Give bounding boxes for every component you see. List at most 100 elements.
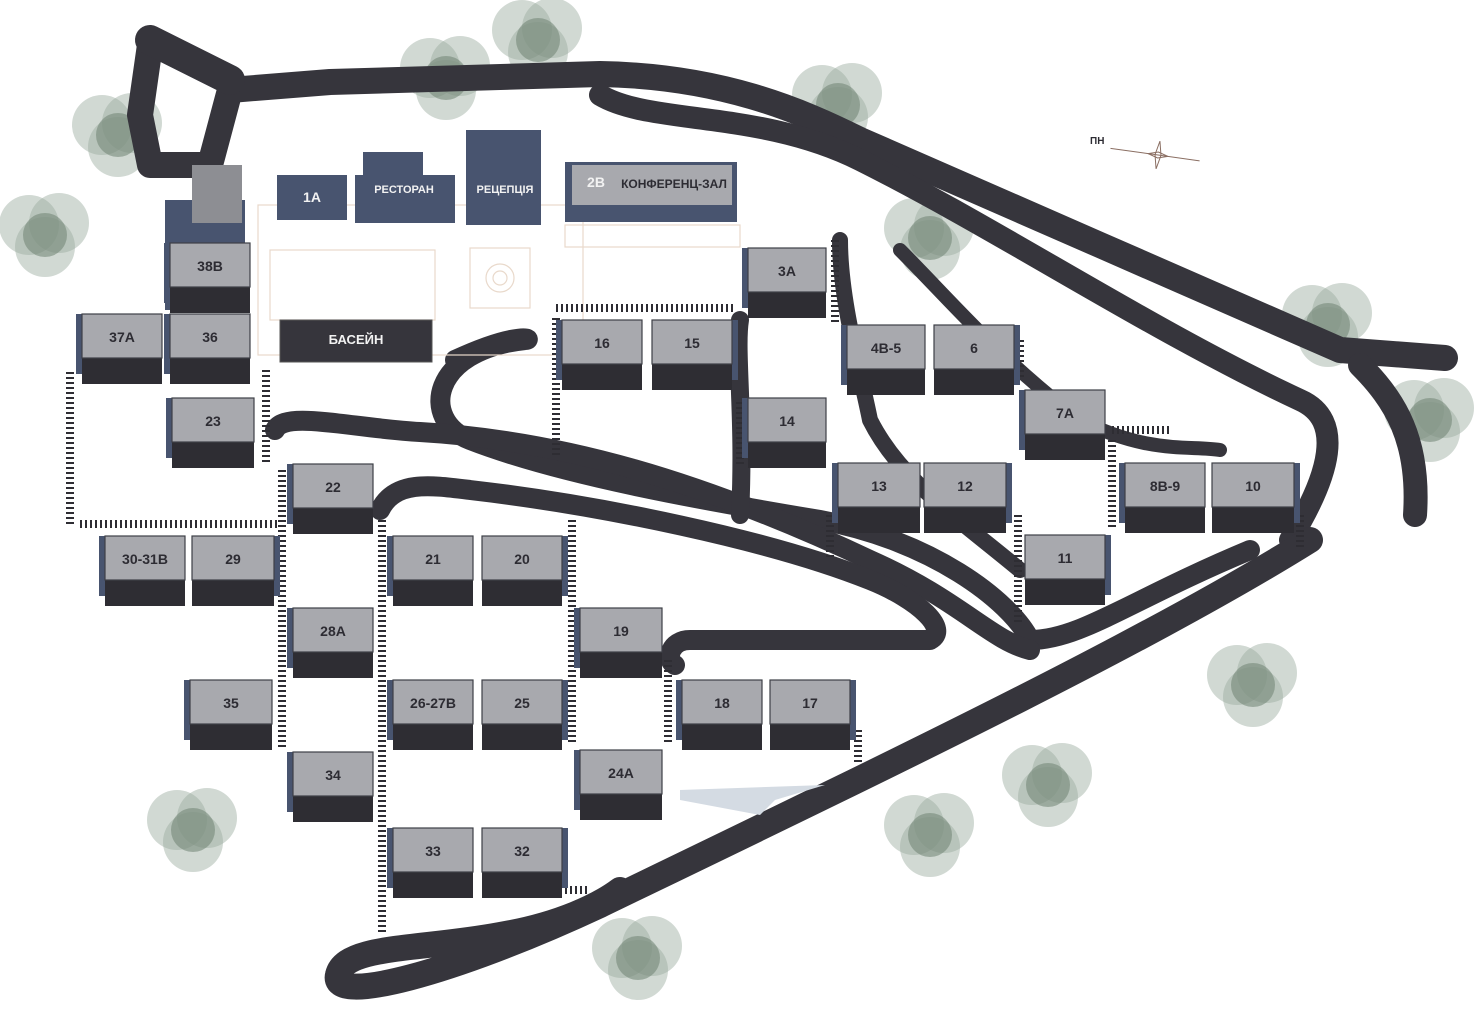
unit-11[interactable]: 11	[1024, 534, 1111, 605]
unit-28a[interactable]: 28А	[287, 607, 374, 678]
unit-35[interactable]: 35	[184, 679, 273, 750]
unit-label: 12	[957, 478, 973, 494]
tree-icon	[0, 193, 89, 277]
unit-12[interactable]: 12	[923, 462, 1012, 533]
restaurant-label: РЕСТОРАН	[374, 184, 434, 196]
unit-label: 32	[514, 843, 530, 859]
tree-icon	[147, 788, 237, 872]
unit-label: 15	[684, 335, 700, 351]
unit-label: 24А	[608, 765, 634, 781]
unit-label: 29	[225, 551, 241, 567]
unit-label: 19	[613, 623, 629, 639]
road-inner-upper	[589, 84, 1339, 551]
unit-label: 4В-5	[871, 340, 902, 356]
unit-20[interactable]: 20	[481, 535, 568, 606]
tree-icon	[592, 916, 682, 1000]
unit-label: 11	[1058, 550, 1073, 566]
unit-6[interactable]: 6	[933, 324, 1020, 395]
unit-label: 13	[871, 478, 887, 494]
road-inner-c	[370, 476, 947, 675]
road-east-link	[1348, 353, 1428, 527]
main-road-top	[127, 32, 1458, 371]
unit-22[interactable]: 22	[287, 463, 374, 534]
unit-29[interactable]: 29	[191, 535, 280, 606]
unit-label: 17	[802, 695, 818, 711]
building-left-roof	[192, 165, 242, 223]
tree-icon	[1002, 743, 1092, 827]
unit-3a[interactable]: 3А	[742, 247, 827, 318]
unit-label: 2В	[587, 174, 605, 190]
unit-2b[interactable]: 2В	[587, 174, 605, 190]
unit-15[interactable]: 15	[651, 319, 738, 390]
unit-26-27b[interactable]: 26-27В	[387, 679, 474, 750]
unit-7a[interactable]: 7А	[1019, 389, 1106, 460]
light-walkway	[680, 785, 825, 815]
unit-label: 25	[514, 695, 530, 711]
unit-24a[interactable]: 24А	[574, 749, 663, 820]
unit-label: 6	[970, 340, 978, 356]
unit-label: 8В-9	[1150, 478, 1181, 494]
compass-north-label: ПН	[1090, 136, 1104, 147]
road-north-entrance	[135, 25, 245, 95]
unit-23[interactable]: 23	[166, 397, 255, 468]
unit-label: 26-27В	[410, 695, 456, 711]
unit-32[interactable]: 32	[481, 827, 568, 898]
unit-18[interactable]: 18	[676, 679, 763, 750]
unit-8b-9[interactable]: 8В-9	[1119, 462, 1206, 533]
road-south-diagonal	[324, 527, 1323, 1000]
compass: ПН	[1090, 136, 1200, 170]
reception-label: РЕЦЕПЦІЯ	[477, 184, 534, 196]
unit-16[interactable]: 16	[556, 319, 643, 390]
unit-label: 28А	[320, 623, 346, 639]
unit-17[interactable]: 17	[769, 679, 856, 750]
unit-33[interactable]: 33	[387, 827, 474, 898]
unit-36[interactable]: 36	[164, 313, 251, 384]
unit-label: 23	[205, 413, 221, 429]
road-inner-d	[729, 311, 751, 524]
unit-label: 10	[1245, 478, 1261, 494]
conference-hall-label: КОНФЕРЕНЦ-ЗАЛ	[621, 177, 727, 191]
roads-layer	[127, 25, 1458, 1000]
unit-label: 1А	[303, 189, 321, 205]
unit-label: 37А	[109, 329, 135, 345]
unit-label: 38В	[197, 258, 223, 274]
unit-13[interactable]: 13	[832, 462, 921, 533]
unit-label: 20	[514, 551, 530, 567]
unit-1a[interactable]: 1А	[303, 189, 321, 205]
unit-38b[interactable]: 38В	[164, 242, 251, 313]
main-buildings: РЕСТОРАН РЕЦЕПЦІЯ КОНФЕРЕНЦ-ЗАЛ	[165, 130, 737, 310]
pool-area: БАСЕЙН	[257, 204, 741, 363]
building-1a[interactable]	[277, 175, 347, 220]
unit-label: 30-31В	[122, 551, 168, 567]
unit-34[interactable]: 34	[287, 751, 374, 822]
unit-14[interactable]: 14	[742, 397, 827, 468]
unit-4b-5[interactable]: 4В-5	[841, 324, 926, 395]
unit-25[interactable]: 25	[481, 679, 568, 750]
unit-19[interactable]: 19	[574, 607, 663, 678]
road-inner-b	[265, 410, 1040, 660]
unit-label: 22	[325, 479, 341, 495]
unit-label: 36	[202, 329, 218, 345]
unit-label: 16	[594, 335, 610, 351]
unit-label: 33	[425, 843, 441, 859]
unit-21[interactable]: 21	[387, 535, 474, 606]
unit-label: 21	[425, 551, 441, 567]
unit-30-31b[interactable]: 30-31В	[99, 535, 186, 606]
unit-label: 3А	[778, 263, 796, 279]
building-reception[interactable]	[466, 130, 541, 225]
unit-label: 14	[779, 413, 795, 429]
pool-building	[279, 319, 433, 363]
tree-icon	[884, 793, 974, 877]
unit-label: 18	[714, 695, 730, 711]
unit-label: 34	[325, 767, 341, 783]
unit-10[interactable]: 10	[1211, 462, 1300, 533]
compass-rose-icon	[1110, 140, 1200, 170]
footpaths-layer	[66, 240, 1304, 935]
unit-label: 35	[223, 695, 239, 711]
unit-37a[interactable]: 37А	[76, 313, 163, 384]
pool-label: БАСЕЙН	[329, 332, 384, 347]
cottage-units-layer: 1А 2В 3А 4В-5 6 7А 8В-9 10 11 12 13 14 15 16 17 18 19 20 2…	[76, 174, 1300, 898]
unit-label: 7А	[1056, 405, 1074, 421]
tree-icon	[1207, 643, 1297, 727]
